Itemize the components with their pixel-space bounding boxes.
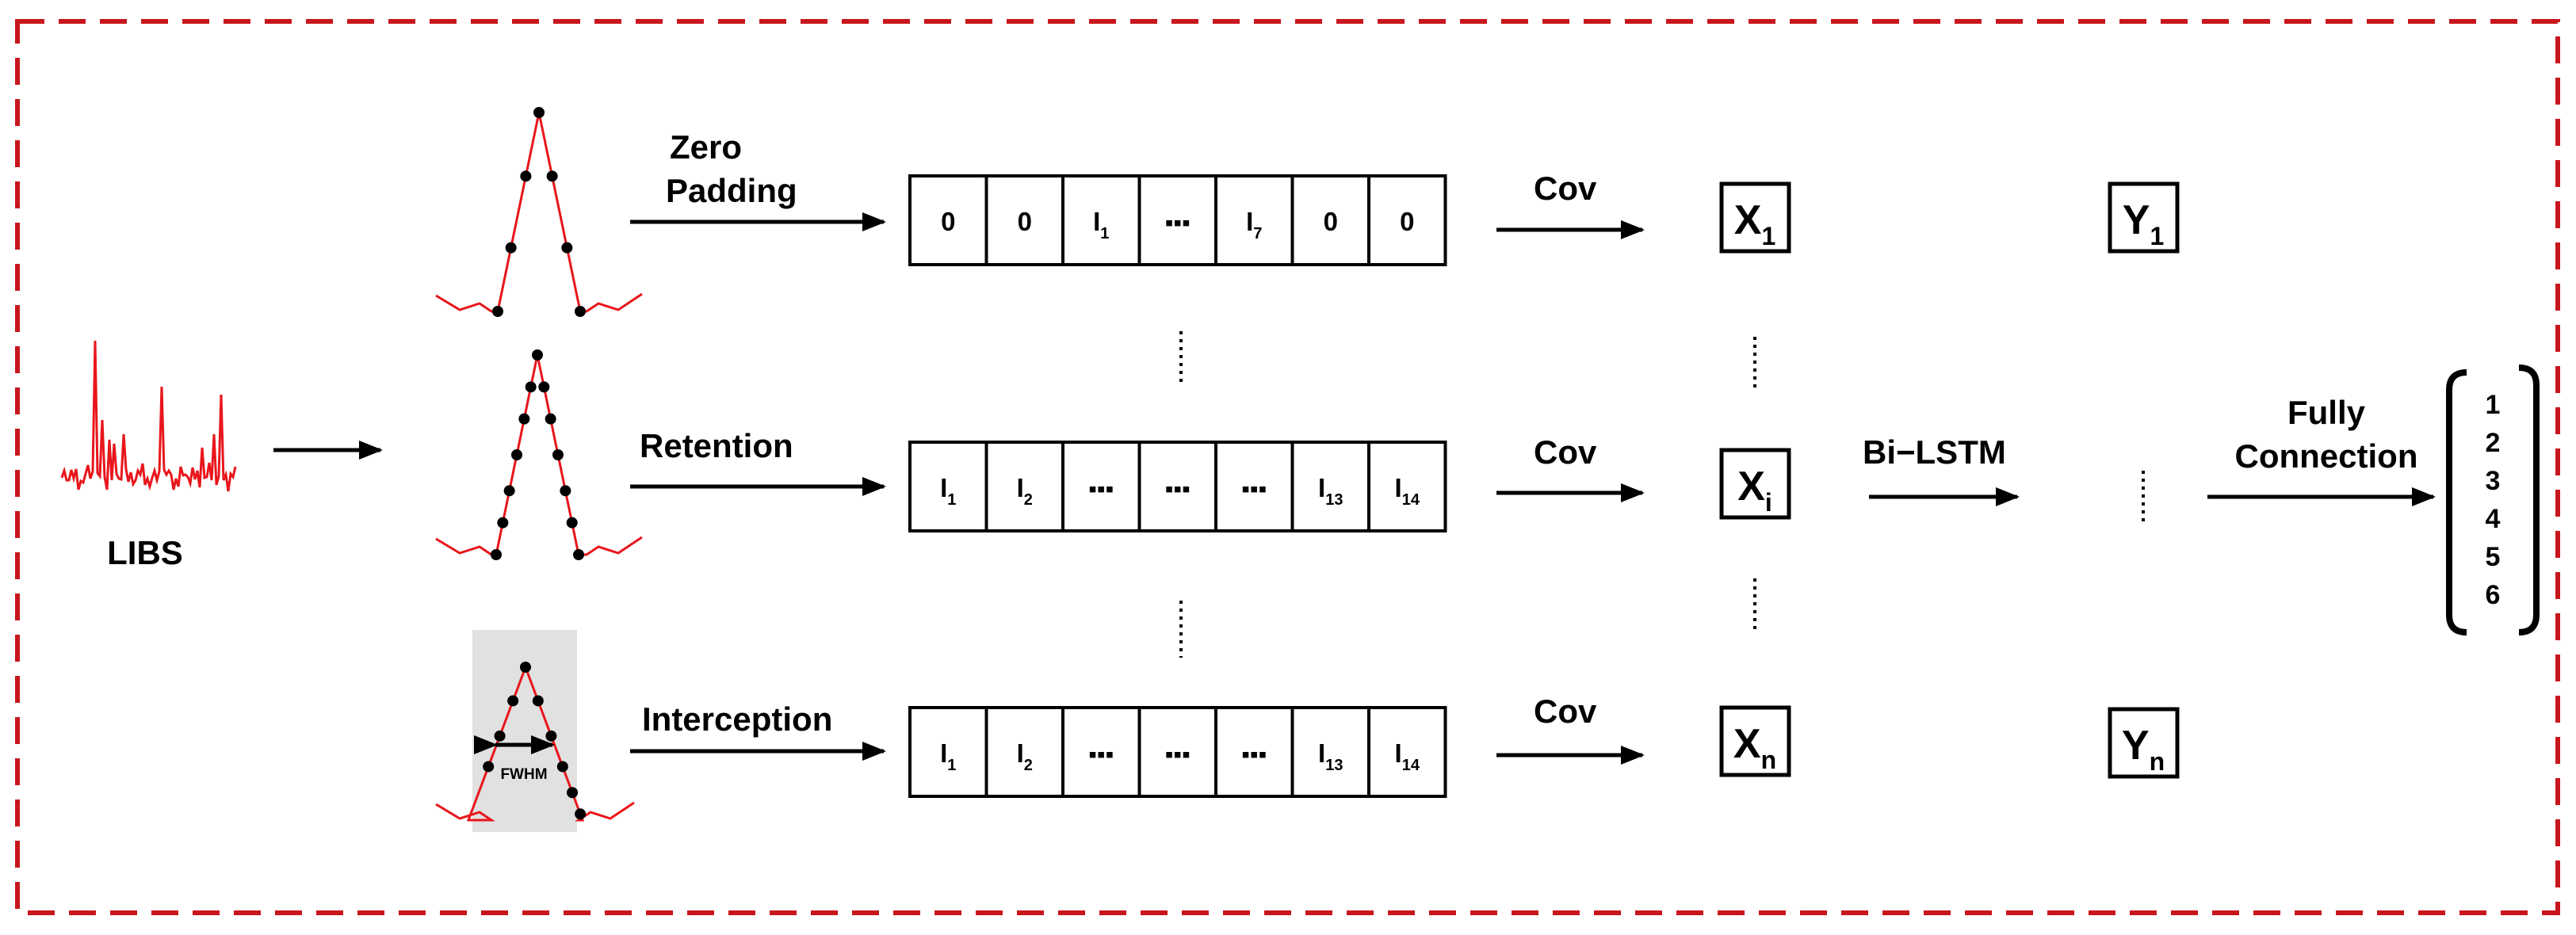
x1-box (1719, 181, 1791, 254)
svg-text:0: 0 (1324, 207, 1338, 236)
svg-text:I2: I2 (1017, 473, 1033, 509)
sequence-cell: 0 (1367, 174, 1447, 266)
sequence-cell: ▪▪▪ (1214, 706, 1294, 798)
xi-label: Xi (1737, 464, 1772, 517)
svg-text:I14: I14 (1395, 473, 1420, 509)
libs-spectrum-icon (60, 340, 237, 492)
sequence-cell: ▪▪▪ (1137, 706, 1217, 798)
output-class: 1 (2486, 390, 2501, 420)
sequence-cell: I2 (984, 441, 1064, 532)
svg-text:I13: I13 (1318, 473, 1343, 509)
fc-line-2: Connection (2235, 437, 2418, 475)
svg-text:I2: I2 (1017, 738, 1033, 774)
x1-label: X1 (1734, 197, 1775, 250)
svg-text:▪▪▪: ▪▪▪ (1165, 476, 1191, 502)
cov-label-3: Cov (1534, 693, 1597, 730)
sequence-cell: ▪▪▪ (1061, 706, 1141, 798)
svg-text:0: 0 (941, 207, 955, 236)
sequence-cell: I1 (908, 441, 988, 532)
svg-text:▪▪▪: ▪▪▪ (1088, 476, 1114, 502)
sequence-cell: 0 (1290, 174, 1370, 266)
output-class: 4 (2486, 504, 2501, 534)
sequence-cell: ▪▪▪ (1137, 441, 1217, 532)
yn-box (2108, 707, 2180, 779)
retention-peak-icon (435, 349, 643, 560)
xn-label: Xn (1733, 721, 1776, 774)
method-zero-line-1: Zero (670, 128, 742, 166)
output-class: 2 (2486, 428, 2501, 458)
method-zero-line-2: Padding (666, 172, 797, 209)
libs-label: LIBS (107, 534, 183, 571)
sequence-cell: I1 (908, 706, 988, 798)
svg-text:I1: I1 (940, 738, 956, 774)
svg-text:▪▪▪: ▪▪▪ (1165, 210, 1191, 236)
cov-label-1: Cov (1534, 170, 1597, 207)
right-bracket (2518, 364, 2540, 635)
sequence-cell: ▪▪▪ (1061, 441, 1141, 532)
svg-text:I1: I1 (1093, 207, 1109, 242)
xn-box (1719, 705, 1791, 777)
sequence-cell: I14 (1367, 441, 1447, 532)
svg-text:▪▪▪: ▪▪▪ (1241, 476, 1267, 502)
sequence-cell: 0 (908, 174, 988, 266)
cov-label-2: Cov (1534, 433, 1597, 471)
fwhm-label: FWHM (500, 766, 547, 783)
sequence-cell: 0 (984, 174, 1064, 266)
sequence-cell: I13 (1290, 441, 1370, 532)
sequence-cell: I14 (1367, 706, 1447, 798)
sequence-cell: I1 (1061, 174, 1141, 266)
zero-padding-sequence: 0 0 I1 ▪▪▪ I7 0 0 (908, 174, 1447, 266)
output-class: 3 (2486, 466, 2501, 496)
sequence-cell: I2 (984, 706, 1064, 798)
interception-sequence: I1 I2 ▪▪▪ ▪▪▪ ▪▪▪ I13 I14 (908, 706, 1447, 798)
left-bracket (2446, 369, 2467, 635)
svg-text:I14: I14 (1395, 738, 1420, 774)
svg-text:I7: I7 (1246, 207, 1262, 242)
svg-text:▪▪▪: ▪▪▪ (1165, 742, 1191, 768)
y1-label: Y1 (2123, 197, 2164, 250)
sequence-cell: ▪▪▪ (1214, 441, 1294, 532)
sequence-cell: I13 (1290, 706, 1370, 798)
method-retention: Retention (640, 427, 793, 464)
svg-text:▪▪▪: ▪▪▪ (1241, 742, 1267, 768)
output-class: 5 (2486, 542, 2501, 572)
yn-label: Yn (2122, 723, 2165, 776)
output-class-list: 1 2 3 4 5 6 (2486, 390, 2501, 610)
y1-box (2108, 181, 2180, 254)
xi-box (1719, 448, 1791, 520)
fwhm-shade (472, 630, 577, 832)
retention-sequence: I1 I2 ▪▪▪ ▪▪▪ ▪▪▪ I13 I14 (908, 441, 1447, 532)
fc-line-1: Fully (2287, 394, 2366, 431)
sequence-cell: ▪▪▪ (1137, 174, 1217, 266)
svg-text:0: 0 (1018, 207, 1032, 236)
svg-text:0: 0 (1400, 207, 1414, 236)
zero-padding-peak-icon (435, 107, 643, 317)
method-interception: Interception (642, 700, 832, 738)
svg-text:▪▪▪: ▪▪▪ (1088, 742, 1114, 768)
sequence-cell: I7 (1214, 174, 1294, 266)
bilstm-label: Bi−LSTM (1863, 433, 2006, 471)
dashed-frame (15, 19, 2560, 915)
svg-text:I1: I1 (940, 473, 956, 509)
output-class: 6 (2486, 580, 2501, 610)
svg-text:I13: I13 (1318, 738, 1343, 774)
